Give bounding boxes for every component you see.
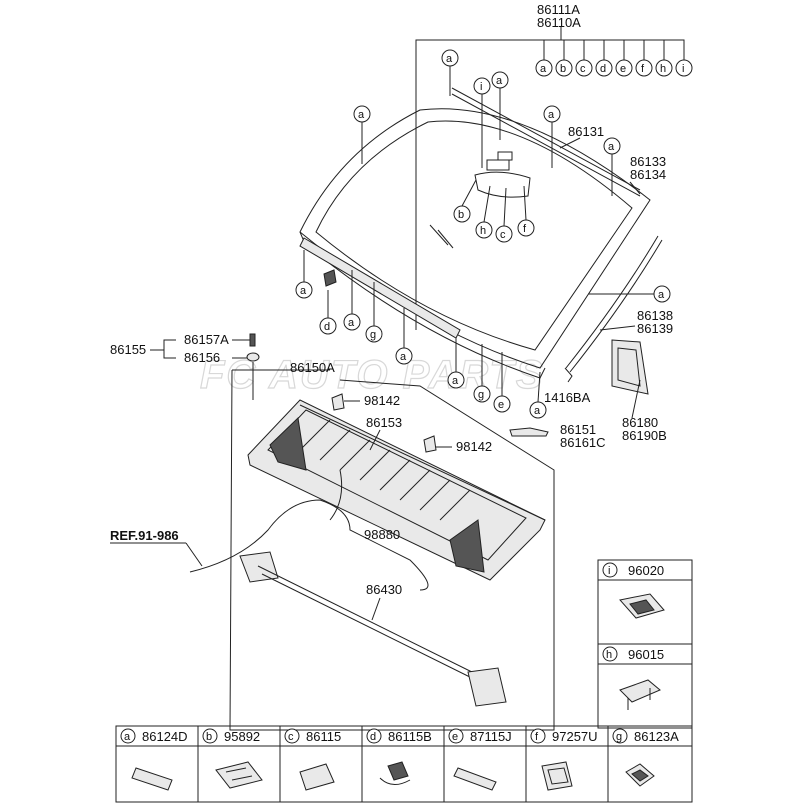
svg-text:a: a [540,63,547,75]
label-86430: 86430 [366,582,402,597]
washer-nozzle-left [331,393,345,411]
cowl-top-cover [247,399,546,581]
leader-86111A [415,39,685,330]
svg-text:a: a [452,375,459,387]
svg-text:c: c [500,229,506,241]
side-legend-part-96015: 96015 [628,647,664,662]
seal-86151 [509,427,549,437]
label-98880: 98880 [364,527,400,542]
svg-text:g: g [370,329,376,341]
label-86133: 86133 [630,154,666,169]
svg-text:h: h [480,225,486,237]
svg-text:a: a [300,285,307,297]
label-86111A: 86111A [537,2,580,17]
legend-part-86115B: 86115B [388,729,432,744]
cowl-panel-86430 [239,551,507,707]
svg-text:b: b [458,209,464,221]
legend-letter-b: b [206,731,212,743]
windshield-callouts: a i a a a a b h c f a a d a g a a [295,49,671,419]
clip-d [323,269,337,287]
svg-text:a: a [446,53,453,65]
svg-text:e: e [498,399,504,411]
side-legend: i 96020 h 96015 [597,559,693,729]
legend-part-87115J: 87115J [470,729,512,744]
legend-letter-a: a [124,731,131,743]
label-86150A: 86150A [290,360,335,375]
label-86157A: 86157A [184,332,229,347]
label-86180: 86180 [622,415,658,430]
svg-text:g: g [478,389,484,401]
legend-letter-c: c [288,731,294,743]
svg-text:c: c [580,63,586,75]
callout-row-top: a b c d e f h i [535,59,693,77]
clip-86157A [249,333,256,347]
svg-text:f: f [523,223,527,235]
legend-letter-e: e [452,731,458,743]
svg-text:b: b [560,63,566,75]
side-molding-86138 [565,235,663,373]
label-86153: 86153 [366,415,402,430]
legend-letter-g: g [616,731,622,743]
legend-part-97257U: 97257U [552,729,598,744]
label-86161C: 86161C [560,435,606,450]
legend-part-86124D: 86124D [142,729,188,744]
label-86134: 86134 [630,167,666,182]
svg-text:a: a [348,317,355,329]
top-molding-86131 [451,87,641,197]
svg-text:f: f [641,63,645,75]
svg-text:a: a [400,351,407,363]
svg-text:a: a [496,75,503,87]
svg-text:a: a [358,109,365,121]
label-86138: 86138 [637,308,673,323]
legend-letter-f: f [535,731,539,743]
svg-text:a: a [534,405,541,417]
svg-text:i: i [480,81,482,93]
legend-part-86115: 86115 [306,729,341,744]
legend-part-95892: 95892 [224,729,260,744]
svg-text:h: h [660,63,666,75]
windshield-glass [299,108,651,379]
ref-91-986: REF.91-986 [110,528,179,543]
cowl-frame-box [229,369,555,731]
label-86156: 86156 [184,350,220,365]
svg-text:e: e [620,63,626,75]
washer-nozzle-right [423,435,437,453]
bottom-legend: a 86124D b 95892 c 86115 d 86115B e 8711… [115,725,693,803]
label-86190B: 86190B [622,428,667,443]
clip-86156 [246,352,260,362]
label-1416BA: 1416BA [544,390,591,405]
label-98142-right: 98142 [456,439,492,454]
legend-part-86123A: 86123A [634,729,679,744]
label-86155: 86155 [110,342,146,357]
washer-hose-98880 [189,499,429,591]
legend-letter-d: d [370,731,376,743]
label-98142-left: 98142 [364,393,400,408]
label-86110A: 86110A [537,15,581,30]
svg-text:d: d [600,63,606,75]
svg-text:a: a [608,141,615,153]
label-86139: 86139 [637,321,673,336]
svg-text:i: i [682,63,684,75]
side-legend-part-96020: 96020 [628,563,664,578]
side-legend-letter-i: i [608,565,610,577]
svg-text:a: a [548,109,555,121]
side-legend-letter-h: h [606,649,612,661]
label-86151: 86151 [560,422,596,437]
label-86131: 86131 [568,124,604,139]
quarter-glass-86180 [611,339,649,395]
svg-text:d: d [324,321,330,333]
svg-text:a: a [658,289,665,301]
